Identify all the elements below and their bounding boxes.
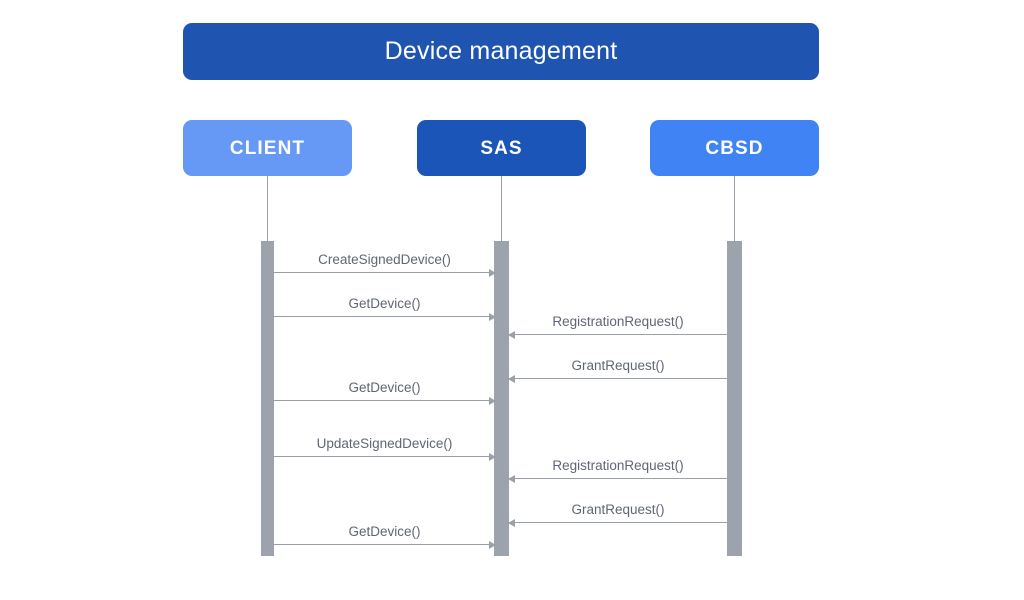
lifeline-sas (501, 176, 502, 242)
arrowhead-left-icon (508, 518, 515, 527)
arrowhead-left-icon (508, 374, 515, 383)
lifeline-cbsd (734, 176, 735, 242)
actor-box-sas[interactable]: SAS (417, 120, 586, 176)
message-arrow[interactable]: GetDevice() (274, 380, 496, 405)
message-arrow[interactable]: GetDevice() (274, 524, 496, 549)
actor-box-cbsd[interactable]: CBSD (650, 120, 819, 176)
message-arrow[interactable]: GrantRequest() (508, 502, 727, 527)
activation-bar-client (261, 241, 274, 556)
arrowhead-right-icon (489, 312, 496, 321)
lifeline-client (267, 176, 268, 242)
diagram-title-bar: Device management (183, 23, 819, 80)
arrowhead-left-icon (508, 330, 515, 339)
message-arrow[interactable]: GrantRequest() (508, 358, 727, 383)
message-line (509, 522, 727, 523)
message-label: GetDevice() (348, 295, 421, 311)
actor-label-client: CLIENT (229, 137, 306, 159)
message-line (274, 316, 495, 317)
message-arrow[interactable]: UpdateSignedDevice() (274, 436, 496, 461)
arrowhead-right-icon (489, 452, 496, 461)
message-label: GrantRequest() (571, 357, 665, 373)
message-line (509, 478, 727, 479)
message-line (274, 272, 495, 273)
message-label: GetDevice() (348, 523, 421, 539)
message-label: GetDevice() (348, 379, 421, 395)
arrowhead-right-icon (489, 396, 496, 405)
activation-bar-cbsd (727, 241, 742, 556)
actor-label-sas: SAS (480, 137, 523, 159)
message-line (274, 400, 495, 401)
arrowhead-left-icon (508, 474, 515, 483)
activation-bar-sas (494, 241, 509, 556)
message-arrow[interactable]: RegistrationRequest() (508, 314, 727, 339)
message-line (274, 456, 495, 457)
message-label: UpdateSignedDevice() (316, 435, 453, 451)
message-line (509, 334, 727, 335)
message-label: RegistrationRequest() (552, 313, 684, 329)
arrowhead-right-icon (489, 540, 496, 549)
diagram-title: Device management (384, 37, 618, 65)
message-arrow[interactable]: GetDevice() (274, 296, 496, 321)
message-label: GrantRequest() (571, 501, 665, 517)
message-label: CreateSignedDevice() (318, 251, 451, 267)
message-label: RegistrationRequest() (552, 457, 684, 473)
arrowhead-right-icon (489, 268, 496, 277)
message-arrow[interactable]: CreateSignedDevice() (274, 252, 496, 277)
actor-label-cbsd: CBSD (705, 137, 764, 159)
message-arrow[interactable]: RegistrationRequest() (508, 458, 727, 483)
message-line (274, 544, 495, 545)
actor-box-client[interactable]: CLIENT (183, 120, 352, 176)
message-line (509, 378, 727, 379)
